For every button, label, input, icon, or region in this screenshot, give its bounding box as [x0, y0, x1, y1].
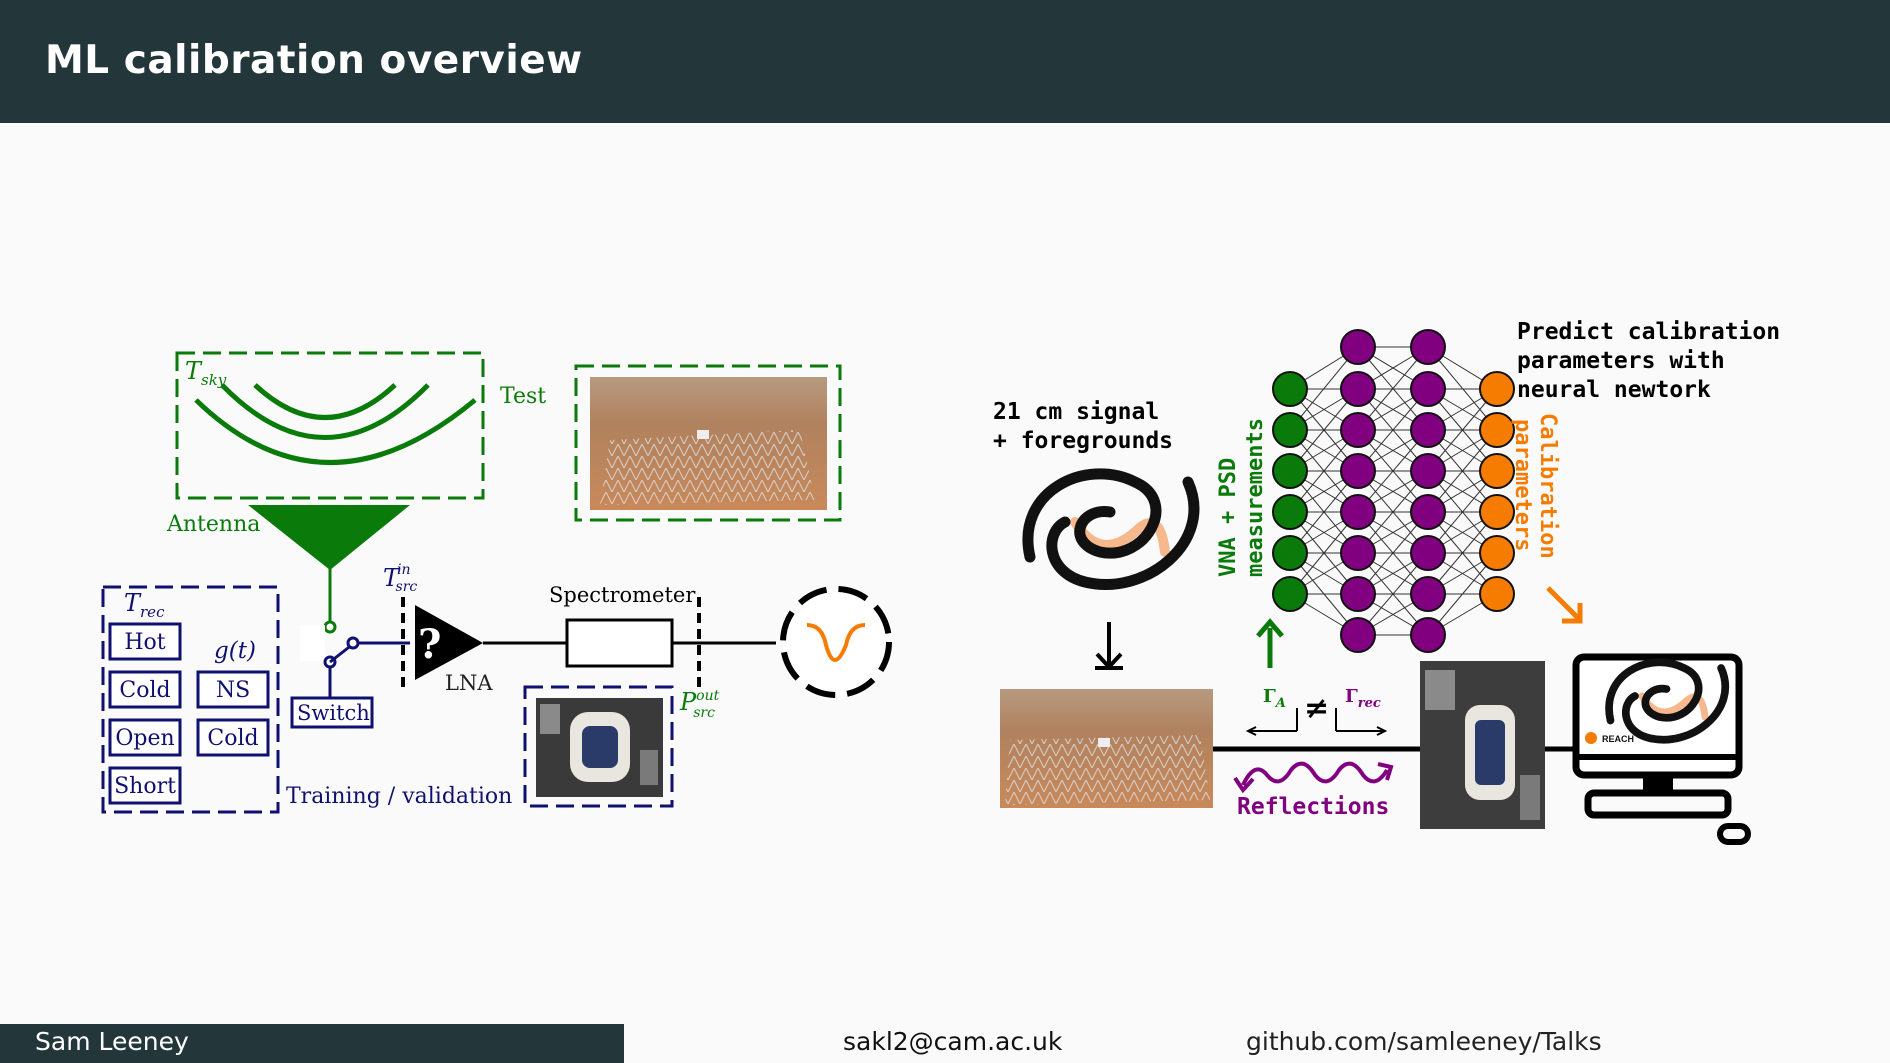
- test-photo-box: [574, 364, 842, 522]
- nn-output-node: [1479, 371, 1515, 407]
- lna-icon: [415, 605, 483, 680]
- nn-hidden-node: [1340, 412, 1376, 448]
- reach-logo-icon: [1585, 732, 1597, 744]
- nn-hidden-node: [1340, 576, 1376, 612]
- signal-label-1: 21 cm signal: [993, 399, 1159, 425]
- nn-hidden-node: [1410, 371, 1446, 407]
- gamma-a-label: ΓA: [1263, 686, 1286, 711]
- nn-hidden-node: [1340, 494, 1376, 530]
- calibrator-box: [101, 585, 280, 814]
- nn-input-node: [1272, 494, 1308, 530]
- nn-hidden-node: [1410, 617, 1446, 653]
- source-short: Short: [108, 766, 182, 805]
- nn-output-node: [1479, 576, 1515, 612]
- nn-hidden-node: [1340, 535, 1376, 571]
- nn-input-node: [1272, 412, 1308, 448]
- nn-input-node: [1272, 453, 1308, 489]
- switch-label: Switch: [297, 701, 370, 725]
- svg-text:Cold: Cold: [119, 678, 170, 703]
- svg-text:NS: NS: [216, 678, 250, 703]
- slide-title: ML calibration overview: [45, 38, 583, 83]
- antenna-icon: [248, 505, 410, 570]
- nn-hidden-node: [1340, 617, 1376, 653]
- switch-contact-antenna: [323, 620, 337, 634]
- receiver-photo-right: [1420, 661, 1545, 829]
- input-label-2: measurements: [1243, 418, 1268, 577]
- spectrometer-label: Spectrometer: [549, 583, 696, 607]
- source-cold-2: Cold: [196, 718, 270, 757]
- neural-network: [1272, 329, 1515, 653]
- nn-output-node: [1479, 412, 1515, 448]
- t-sky-label: Tsky: [185, 357, 227, 389]
- footer-link[interactable]: github.com/samleeney/Talks: [1246, 1027, 1602, 1056]
- not-equal-symbol: ≠: [1304, 691, 1329, 726]
- galaxy-icon: [1022, 468, 1200, 590]
- nn-hidden-node: [1410, 412, 1446, 448]
- computer-icon: REACH: [1572, 653, 1751, 845]
- sky-box: [175, 351, 485, 500]
- output-label-2: parameters: [1510, 419, 1535, 551]
- output-arrow: [1546, 586, 1580, 620]
- spectrometer-box: [565, 618, 674, 668]
- receiver-photo-box: [523, 685, 674, 808]
- reach-label: REACH: [1602, 734, 1634, 744]
- nn-hidden-node: [1340, 371, 1376, 407]
- nn-input-node: [1272, 576, 1308, 612]
- input-label-1: VNA + PSD: [1216, 458, 1241, 577]
- lna-label: LNA: [445, 671, 493, 695]
- source-ns: NS: [196, 670, 270, 709]
- nn-output-node: [1479, 494, 1515, 530]
- predict-label-1: Predict calibration: [1517, 319, 1780, 345]
- nn-edges: [1289, 346, 1498, 636]
- svg-text:Short: Short: [114, 774, 176, 799]
- footer-bar: [0, 1024, 624, 1063]
- nn-hidden-node: [1340, 329, 1376, 365]
- sky-arc-3: [194, 398, 477, 465]
- switch-box: [290, 696, 374, 729]
- sky-arc-2: [220, 383, 430, 440]
- nn-hidden-node: [1410, 329, 1446, 365]
- reflections-label: Reflections: [1237, 794, 1389, 820]
- svg-text:Hot: Hot: [124, 630, 165, 655]
- nn-input-node: [1272, 535, 1308, 571]
- lna-unknown-symbol: ?: [418, 621, 441, 668]
- predict-label-3: neural newtork: [1517, 377, 1711, 403]
- footer-email: sakl2@cam.ac.uk: [843, 1027, 1063, 1056]
- t-rec-label: Trec: [124, 589, 165, 621]
- nn-hidden-node: [1410, 535, 1446, 571]
- spectrum-output-icon: [780, 586, 892, 698]
- output-label-1: Calibration: [1535, 413, 1560, 559]
- nn-hidden-node: [1410, 576, 1446, 612]
- reflection-wave: [1241, 761, 1389, 786]
- nn-output-node: [1479, 535, 1515, 571]
- nn-edge: [1357, 346, 1429, 431]
- training-label: Training / validation: [286, 784, 512, 809]
- nn-output-node: [1479, 453, 1515, 489]
- source-open: Open: [108, 718, 182, 757]
- svg-text:Cold: Cold: [207, 726, 258, 751]
- nn-hidden-node: [1410, 494, 1446, 530]
- antenna-label: Antenna: [166, 512, 260, 537]
- test-label: Test: [500, 384, 546, 409]
- nn-input-node: [1272, 371, 1308, 407]
- source-hot: Hot: [108, 622, 182, 661]
- gamma-rec-label: Γrec: [1345, 686, 1381, 711]
- signal-label-2: + foregrounds: [993, 428, 1173, 454]
- predict-label-2: parameters with: [1517, 348, 1725, 374]
- svg-text:Open: Open: [115, 726, 174, 751]
- header-bar: [0, 0, 1890, 123]
- nn-hidden-node: [1340, 453, 1376, 489]
- nn-hidden-node: [1410, 453, 1446, 489]
- source-cold: Cold: [108, 670, 182, 709]
- footer-author: Sam Leeney: [35, 1027, 189, 1056]
- gain-label: g(t): [214, 638, 256, 664]
- sky-arc-1: [253, 383, 397, 420]
